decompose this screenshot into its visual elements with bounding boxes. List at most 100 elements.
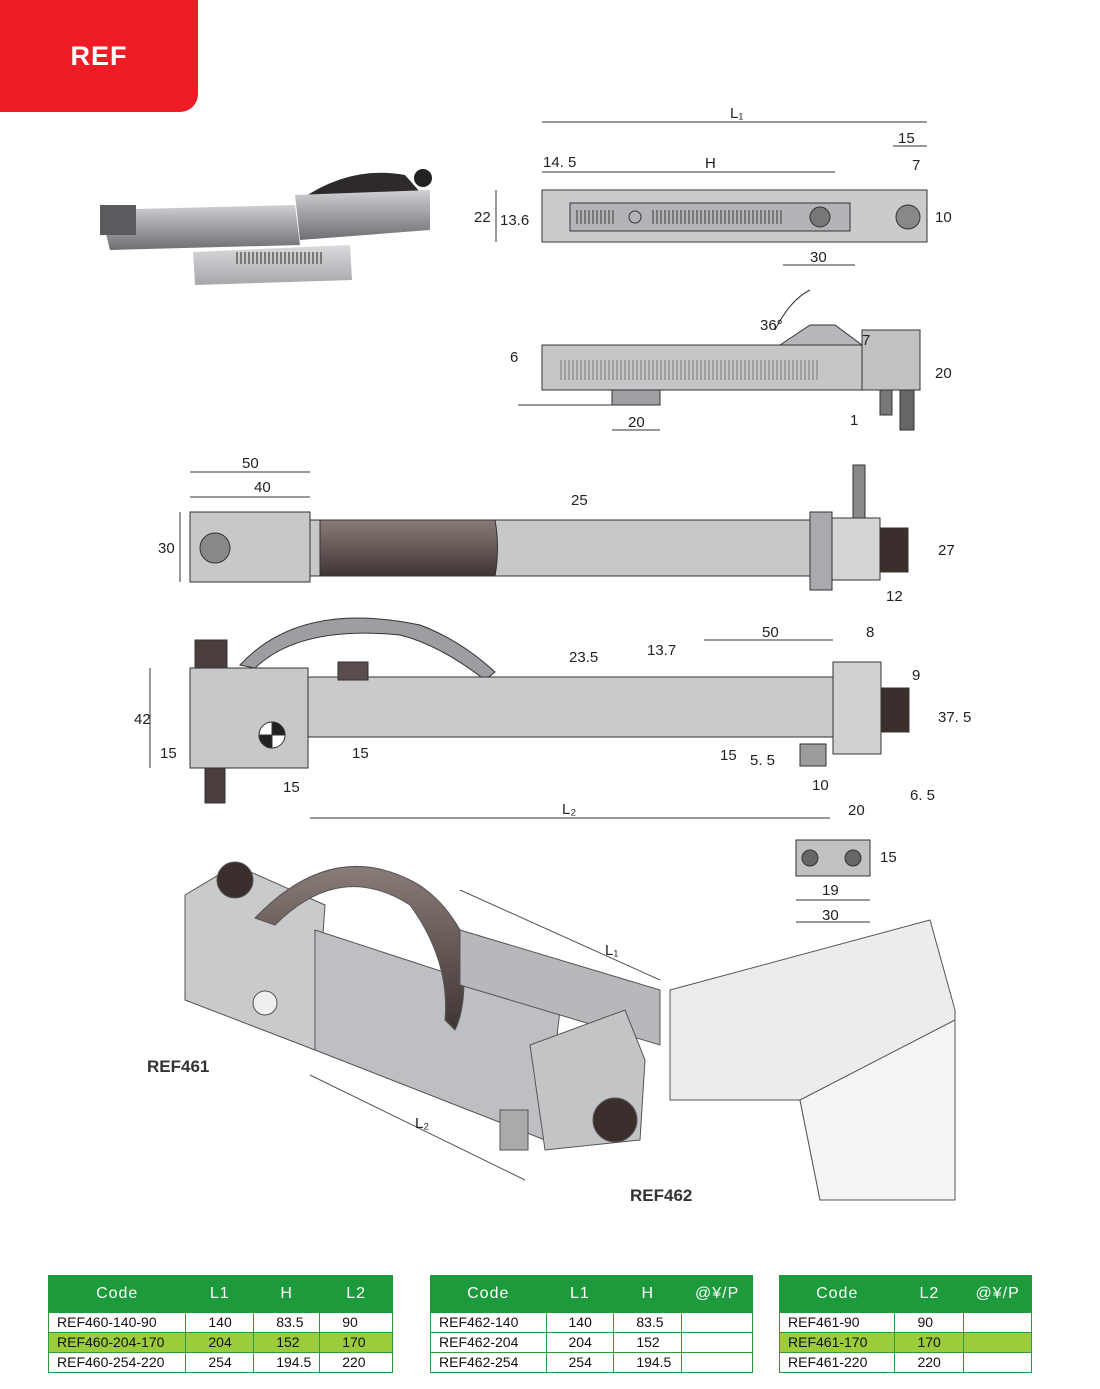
side-view: [518, 289, 921, 431]
label-ref462: REF462: [630, 1186, 692, 1205]
label-ref461: REF461: [147, 1057, 209, 1076]
dim-23-5: 23.5: [569, 649, 598, 666]
col-header: H: [613, 1275, 683, 1313]
table-row: REF462-204 204 152: [430, 1332, 753, 1353]
dim-20-side2: 20: [848, 802, 865, 819]
cell-code: REF460-140-90: [47, 1312, 187, 1333]
dim-14-5: 14. 5: [543, 154, 576, 171]
cell-price: [963, 1352, 1032, 1373]
dim-13-6: 13.6: [500, 212, 529, 229]
cell-price: [681, 1312, 753, 1333]
cell-l2: 170: [894, 1332, 965, 1353]
clamp-detail: [795, 839, 871, 923]
dim-27: 27: [938, 542, 955, 559]
dim-10: 10: [935, 209, 952, 226]
dim-50-side: 50: [762, 624, 779, 641]
col-header: L1: [545, 1275, 615, 1313]
dim-22: 22: [474, 209, 491, 226]
col-header: @¥/P: [963, 1275, 1032, 1313]
table-ref462: Code L1 H @¥/P REF462-140 140 83.5 REF46…: [430, 1275, 753, 1373]
cell-h: 152: [253, 1332, 321, 1353]
assembly-view: [184, 861, 956, 1201]
dim-7-top: 7: [912, 157, 920, 174]
cell-l2: 90: [894, 1312, 965, 1333]
dim-42: 42: [134, 711, 151, 728]
dim-15-left: 15: [160, 745, 177, 762]
cell-l1: 254: [545, 1352, 615, 1373]
cell-price: [681, 1352, 753, 1373]
dim-5-5: 5. 5: [750, 752, 775, 769]
table-row: REF462-140 140 83.5: [430, 1312, 753, 1333]
dim-6-5: 6. 5: [910, 787, 935, 804]
dim-25: 25: [571, 492, 588, 509]
dim-l2: L₂: [562, 801, 576, 818]
table-row: REF462-254 254 194.5: [430, 1352, 753, 1373]
table-row: REF460-254-220 254 194.5 220: [47, 1352, 393, 1373]
cell-l1: 140: [185, 1312, 255, 1333]
cell-h: 194.5: [613, 1352, 683, 1373]
technical-drawing: L₁ H 14. 5 15 7 22 13.6 10 30 36° 6 20 2…: [100, 105, 971, 1205]
cell-code: REF461-220: [778, 1352, 896, 1373]
dim-19: 19: [822, 882, 839, 899]
cell-price: [681, 1332, 753, 1353]
dim-l1-top: L₁: [730, 105, 743, 122]
arm-side-view: [149, 617, 910, 819]
cell-code: REF460-254-220: [47, 1352, 187, 1373]
cell-l2: 170: [319, 1332, 393, 1353]
top-view: [495, 121, 928, 266]
dim-h: H: [705, 155, 716, 172]
dim-8: 8: [866, 624, 874, 641]
table-row: REF461-90 90: [778, 1312, 1032, 1333]
table-ref460: Code L1 H L2 REF460-140-90 140 83.5 90 R…: [47, 1275, 393, 1373]
table-row: REF461-220 220: [778, 1352, 1032, 1373]
table-row: REF460-140-90 140 83.5 90: [47, 1312, 393, 1333]
cell-h: 83.5: [613, 1312, 683, 1333]
dim-12: 12: [886, 588, 903, 605]
dim-15-clamp: 15: [880, 849, 897, 866]
dim-30-top: 30: [810, 249, 827, 266]
dim-l2-iso: L₂: [415, 1115, 429, 1132]
ref-header-tab: REF: [0, 0, 198, 112]
cell-price: [963, 1332, 1032, 1353]
dim-15-bottom: 15: [283, 779, 300, 796]
cell-code: REF461-170: [778, 1332, 896, 1353]
cell-h: 83.5: [253, 1312, 321, 1333]
dim-7-side: 7: [862, 332, 870, 349]
cell-l1: 140: [545, 1312, 615, 1333]
dim-15-right: 15: [720, 747, 737, 764]
cell-l1: 204: [545, 1332, 615, 1353]
arm-top-view: [179, 464, 909, 591]
cell-l2: 220: [894, 1352, 965, 1373]
cell-h: 194.5: [253, 1352, 321, 1373]
col-header: Code: [430, 1275, 547, 1313]
dim-36-deg: 36°: [760, 317, 783, 334]
dim-30-arm: 30: [158, 540, 175, 557]
cell-l1: 204: [185, 1332, 255, 1353]
product-photo: [100, 169, 432, 285]
col-header: L2: [319, 1275, 393, 1313]
cell-code: REF462-254: [430, 1352, 547, 1373]
dim-9: 9: [912, 667, 920, 684]
col-header: H: [253, 1275, 321, 1313]
dim-30-clamp: 30: [822, 907, 839, 924]
cell-l2: 90: [319, 1312, 393, 1333]
col-header: Code: [47, 1275, 187, 1313]
col-header: L2: [894, 1275, 965, 1313]
dim-l1-iso: L₁: [605, 942, 618, 959]
col-header: Code: [778, 1275, 896, 1313]
dim-15-mid: 15: [352, 745, 369, 762]
cell-code: REF460-204-170: [47, 1332, 187, 1353]
dim-20-right: 20: [935, 365, 952, 382]
dim-20-side: 20: [628, 414, 645, 431]
cell-l2: 220: [319, 1352, 393, 1373]
dim-6: 6: [510, 349, 518, 366]
cell-price: [963, 1312, 1032, 1333]
dim-13-7: 13.7: [647, 642, 676, 659]
dim-50: 50: [242, 455, 259, 472]
cell-l1: 254: [185, 1352, 255, 1373]
dim-37-5: 37. 5: [938, 709, 971, 726]
dim-15-top: 15: [898, 130, 915, 147]
col-header: @¥/P: [681, 1275, 753, 1313]
cell-code: REF461-90: [778, 1312, 896, 1333]
table-ref461: Code L2 @¥/P REF461-90 90 REF461-170 170…: [778, 1275, 1032, 1373]
